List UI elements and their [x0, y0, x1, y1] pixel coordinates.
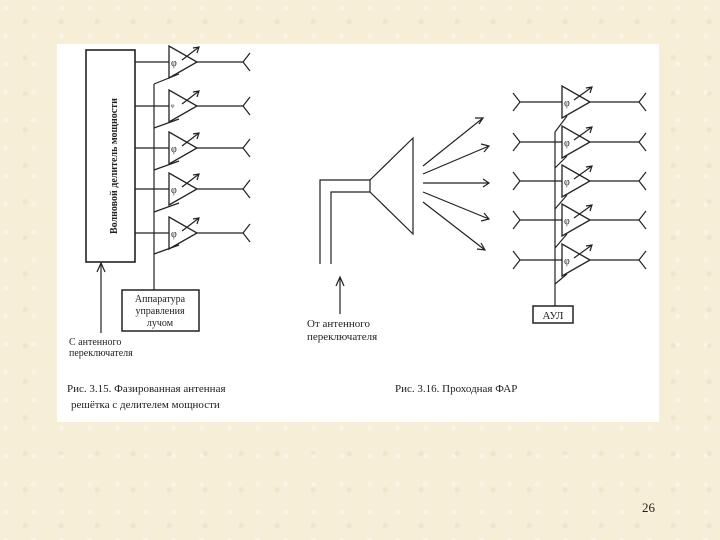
svg-text:Аппаратура: Аппаратура: [135, 294, 186, 305]
svg-text:От антенного: От антенного: [307, 318, 370, 330]
phase-symbols-left: φ ᵠ φ φ φ: [171, 58, 177, 240]
control-branches-right: [554, 115, 568, 285]
svg-text:лучом: лучом: [147, 318, 174, 329]
transmit-dipoles: [590, 92, 647, 270]
power-divider-label: Волновой делитель мощности: [109, 98, 120, 234]
phase-symbols-right: φ φ φ φ φ: [564, 98, 570, 267]
svg-text:φ: φ: [564, 256, 570, 267]
page-number: 26: [642, 500, 655, 515]
svg-text:решётка с делителем мощности: решётка с делителем мощности: [71, 399, 220, 411]
svg-text:φ: φ: [564, 177, 570, 188]
input-label-middle: От антенного переключателя: [307, 318, 377, 343]
svg-text:φ: φ: [564, 98, 570, 109]
aul-label: АУЛ: [543, 310, 565, 322]
svg-text:управления: управления: [135, 306, 185, 317]
svg-text:переключателя: переключателя: [307, 331, 377, 343]
svg-text:φ: φ: [171, 185, 177, 196]
svg-text:Рис. 3.15. Фазированная антенн: Рис. 3.15. Фазированная антенная: [67, 383, 226, 395]
input-arrowhead-left: [96, 261, 106, 273]
horn: [369, 136, 414, 236]
svg-text:φ: φ: [171, 144, 177, 155]
caption-right: Рис. 3.16. Проходная ФАР: [395, 383, 517, 395]
figure-right: φ φ φ φ φ АУЛ Рис. 3.16. Проходная ФАР: [395, 84, 647, 395]
figure-panel: Волновой делитель мощности: [57, 44, 659, 422]
shifter-arrows-right: [573, 86, 593, 259]
svg-text:φ: φ: [171, 229, 177, 240]
svg-text:переключателя: переключателя: [69, 348, 133, 359]
phase-shifters-left: [168, 44, 199, 251]
input-label-left: С антенного переключателя: [69, 337, 133, 359]
aul-box: [532, 305, 574, 324]
figure-left: Волновой делитель мощности: [67, 44, 251, 411]
waveguide: [319, 179, 370, 264]
svg-text:ᵠ: ᵠ: [171, 102, 175, 113]
radiators-left: [197, 52, 251, 243]
beam-control-box: [121, 289, 200, 332]
caption-left: Рис. 3.15. Фазированная антенная решётка…: [67, 383, 226, 411]
shifter-arrows-left: [181, 46, 200, 232]
power-divider-box: [85, 49, 136, 263]
phase-shifters-right: [561, 84, 592, 278]
svg-text:С антенного: С антенного: [69, 337, 121, 348]
svg-text:φ: φ: [564, 138, 570, 149]
feed-lines: [135, 61, 169, 234]
svg-text:φ: φ: [564, 216, 570, 227]
control-branches: [153, 73, 180, 255]
horn-feed: От антенного переключателя: [307, 117, 491, 343]
svg-text:φ: φ: [171, 58, 177, 69]
beam-control-label: Аппаратура управления лучом: [135, 294, 186, 329]
antenna-diagram: Волновой делитель мощности: [67, 44, 647, 411]
radiated-rays: [422, 117, 491, 251]
